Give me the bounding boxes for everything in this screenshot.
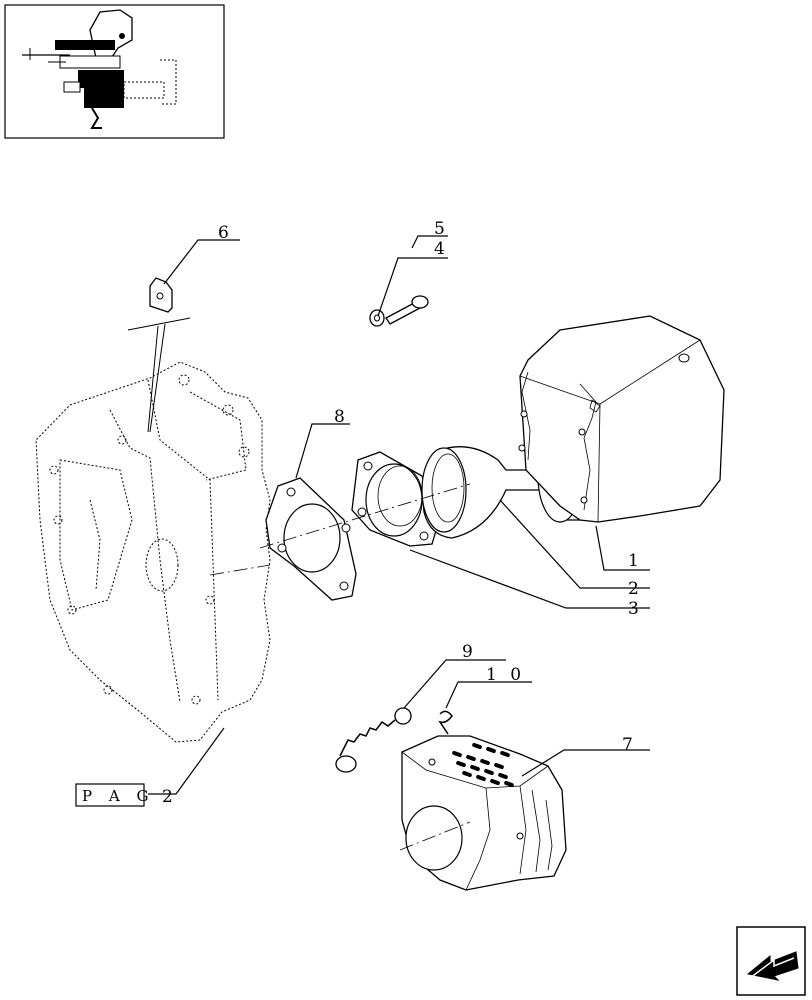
part-7-guard xyxy=(399,735,567,891)
callout-3: 3 xyxy=(628,599,639,619)
callout-8: 8 xyxy=(334,407,345,427)
callout-1: 1 xyxy=(628,551,639,571)
part-6-clip xyxy=(127,277,191,433)
guard-vent-slots xyxy=(452,742,514,788)
part-5-washer xyxy=(369,309,385,327)
center-axis xyxy=(259,483,471,549)
back-arrow-button[interactable] xyxy=(736,926,806,996)
thumbnail-assembly-drawing xyxy=(22,9,177,129)
part-4-bolt xyxy=(385,295,429,325)
page-reference-box[interactable] xyxy=(75,783,145,807)
part-10-pin xyxy=(438,710,453,735)
callout-4: 4 xyxy=(434,239,445,259)
callout-10: 1 0 xyxy=(486,665,525,685)
callout-6: 6 xyxy=(218,223,229,243)
thumbnail-inset[interactable] xyxy=(4,4,225,139)
callout-7: 7 xyxy=(622,735,633,755)
page-reference-number: 2 xyxy=(162,787,173,807)
callout-2: 2 xyxy=(628,579,639,599)
transmission-housing xyxy=(35,361,271,743)
back-arrow-icon xyxy=(746,951,799,981)
page-reference-link[interactable]: P A G 2 xyxy=(75,783,173,807)
part-1-cover xyxy=(518,315,725,523)
leader-lines xyxy=(148,235,650,795)
callout-9: 9 xyxy=(462,642,473,662)
part-8-gasket xyxy=(265,477,357,601)
part-9-chain xyxy=(335,707,412,773)
page-reference-label: P A G xyxy=(82,787,154,805)
callout-5: 5 xyxy=(434,219,445,239)
